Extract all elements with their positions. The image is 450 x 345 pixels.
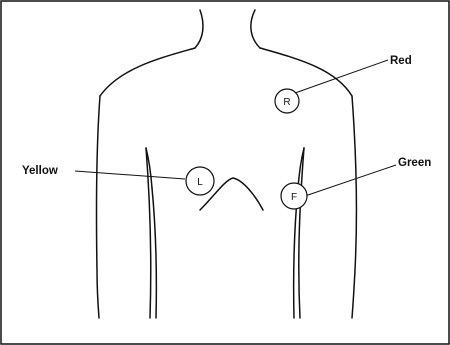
red-label: Red (390, 55, 412, 67)
left-arm-outer (96, 96, 100, 318)
electrode-foot: F (281, 183, 307, 209)
leader-lines (75, 60, 396, 196)
torso-left-side (152, 188, 156, 318)
green-label: Green (398, 157, 431, 169)
red-leader-line (295, 60, 388, 93)
green-leader-line (305, 165, 396, 196)
neck-left (195, 10, 203, 48)
electrode-right-letter: R (283, 97, 290, 108)
torso-outline (96, 10, 356, 318)
right-arm-outer (352, 96, 356, 318)
electrode-right: R (275, 89, 299, 113)
neck-right (251, 10, 260, 48)
yellow-label: Yellow (22, 165, 58, 177)
yellow-leader-line (75, 171, 185, 179)
electrode-left-letter: L (197, 177, 203, 188)
electrode-left: L (186, 167, 214, 195)
electrode-foot-letter: F (291, 192, 297, 203)
shoulder-left (100, 48, 195, 96)
